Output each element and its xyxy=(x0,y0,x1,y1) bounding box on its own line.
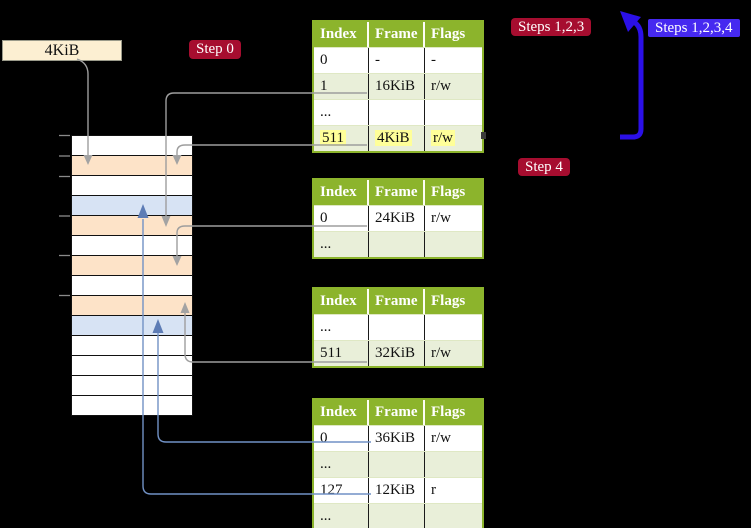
table-cell: 1 xyxy=(314,74,369,99)
table-row: 0 36KiB r/w xyxy=(314,425,482,451)
memory-row xyxy=(72,356,192,376)
table-row: 0 - - xyxy=(314,47,482,73)
table-header-row: Index Frame Flags xyxy=(314,22,482,47)
table-cell xyxy=(425,504,482,528)
memory-row xyxy=(72,176,192,196)
memory-row xyxy=(72,336,192,356)
memory-row xyxy=(72,156,192,176)
table-cell: 24KiB xyxy=(369,206,425,231)
table-header-row: Index Frame Flags xyxy=(314,400,482,425)
table-cell: ... xyxy=(314,452,369,477)
page-table-1: Index Frame Flags 0 - - 1 16KiB r/w ... … xyxy=(312,20,484,153)
table-cell: r/w xyxy=(431,78,451,94)
memory-row xyxy=(72,196,192,216)
header-cell: Flags xyxy=(431,26,466,42)
table-cell: 32KiB xyxy=(369,341,425,366)
table-cell xyxy=(369,504,425,528)
table-row: 0 24KiB r/w xyxy=(314,205,482,231)
page-table-2: Index Frame Flags 0 24KiB r/w ... xyxy=(312,178,484,259)
table-cell: 0 xyxy=(314,206,369,231)
table-cell xyxy=(425,232,482,257)
table-cell: 16KiB xyxy=(369,74,425,99)
memory-row xyxy=(72,256,192,276)
table-cell: 4KiB xyxy=(369,126,425,151)
table-cell: 0 xyxy=(314,426,369,451)
table-row: 511 32KiB r/w xyxy=(314,340,482,366)
table-cell: r xyxy=(431,482,436,498)
table-row: 127 12KiB r xyxy=(314,477,482,503)
memory-row xyxy=(72,316,192,336)
header-cell: Flags xyxy=(431,404,466,420)
table-cell: - xyxy=(369,48,425,73)
memory-tick-marks xyxy=(59,134,70,297)
memory-row xyxy=(72,296,192,316)
table-header-row: Index Frame Flags xyxy=(314,180,482,205)
table-cell xyxy=(369,452,425,477)
table-cell xyxy=(425,100,482,125)
page-table-4: Index Frame Flags 0 36KiB r/w ... 127 12… xyxy=(312,398,484,528)
header-cell: Index xyxy=(314,180,369,205)
page-size-label: 4KiB xyxy=(2,40,122,61)
memory-row xyxy=(72,136,192,156)
table-row: 1 16KiB r/w xyxy=(314,73,482,99)
memory-row xyxy=(72,236,192,256)
header-cell: Frame xyxy=(369,289,425,314)
table-cell xyxy=(425,452,482,477)
memory-row xyxy=(72,216,192,236)
table-row: ... xyxy=(314,314,482,340)
table-row: ... xyxy=(314,231,482,257)
table-cell xyxy=(425,315,482,340)
steps123-badge: Steps 1,2,3 xyxy=(511,18,592,36)
table-cell: 511 xyxy=(314,126,369,151)
table-cell: - xyxy=(431,52,436,68)
header-cell: Frame xyxy=(369,400,425,425)
header-cell: Frame xyxy=(369,22,425,47)
table-cell xyxy=(369,315,425,340)
step4-badge: Step 4 xyxy=(518,158,570,176)
header-cell: Index xyxy=(314,289,369,314)
physical-memory-column xyxy=(71,135,193,416)
header-cell: Flags xyxy=(431,293,466,309)
table-cell: r/w xyxy=(431,345,451,361)
table-row: ... xyxy=(314,451,482,477)
header-cell: Flags xyxy=(431,184,466,200)
memory-row xyxy=(72,376,192,396)
header-cell: Frame xyxy=(369,180,425,205)
table-row: ... xyxy=(314,503,482,528)
table-cell: 511 xyxy=(314,341,369,366)
table-cell: ... xyxy=(314,504,369,528)
table-cell xyxy=(369,100,425,125)
table-header-row: Index Frame Flags xyxy=(314,289,482,314)
table-cell xyxy=(369,232,425,257)
step0-badge: Step 0 xyxy=(189,40,241,59)
table-cell: 0 xyxy=(314,48,369,73)
header-cell: Index xyxy=(314,22,369,47)
table-cell: ... xyxy=(314,232,369,257)
memory-row xyxy=(72,276,192,296)
table-row-highlighted: 511 4KiB r/w xyxy=(314,125,482,151)
table-cell: 36KiB xyxy=(369,426,425,451)
page-table-3: Index Frame Flags ... 511 32KiB r/w xyxy=(312,287,484,368)
steps-1234-arrow xyxy=(620,11,644,140)
table-cell: ... xyxy=(314,100,369,125)
memory-row xyxy=(72,396,192,416)
arrowhead-up-left-icon xyxy=(620,11,641,32)
table-cell: 12KiB xyxy=(369,478,425,503)
table-cell: r/w xyxy=(431,210,451,226)
header-cell: Index xyxy=(314,400,369,425)
table-cell: 127 xyxy=(314,478,369,503)
table-row: ... xyxy=(314,99,482,125)
table-cell: r/w xyxy=(431,130,455,146)
table-cell: ... xyxy=(314,315,369,340)
steps1234-badge: Steps 1,2,3,4 xyxy=(648,19,740,37)
table-cell: r/w xyxy=(431,430,451,446)
